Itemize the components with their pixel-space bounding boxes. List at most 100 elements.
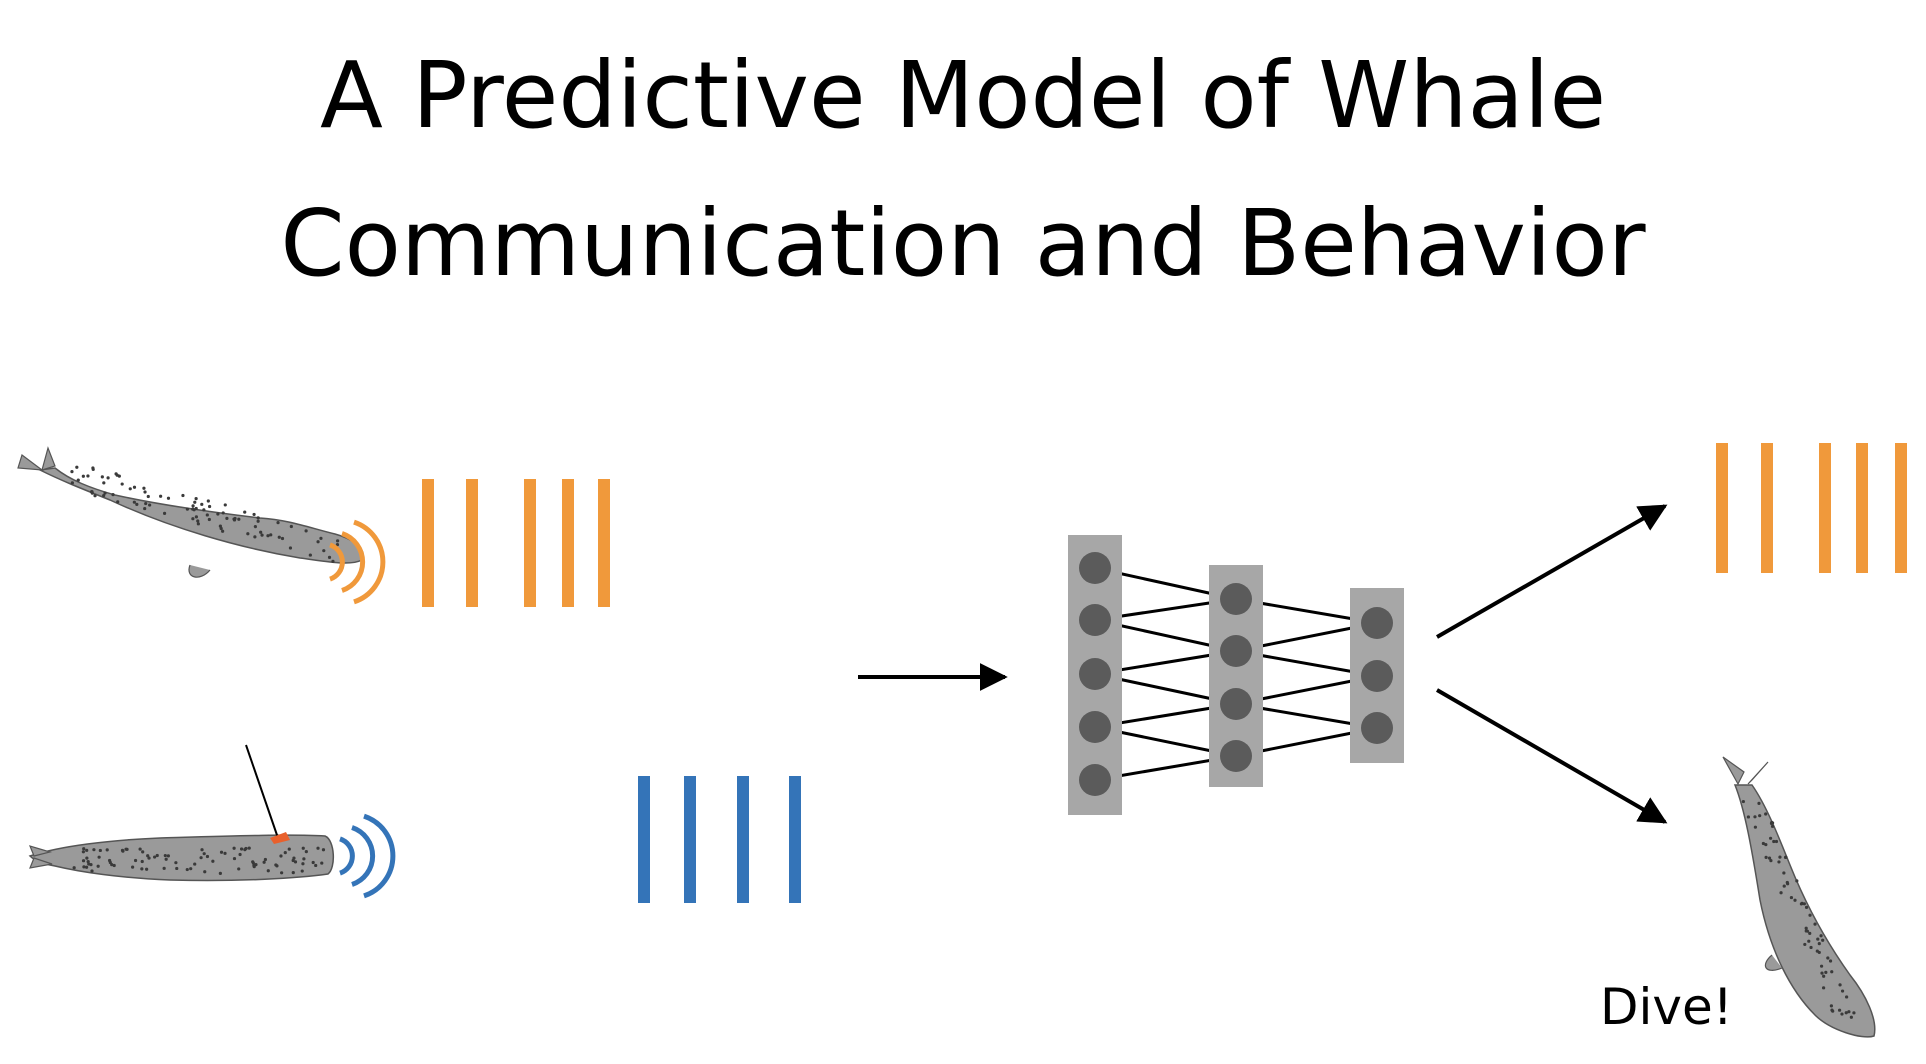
whale-spot bbox=[148, 503, 152, 507]
whale-spot bbox=[1779, 891, 1783, 895]
whale-spot bbox=[279, 854, 283, 858]
whale-spot bbox=[223, 851, 227, 855]
whale-spot bbox=[102, 493, 106, 498]
sperm-whale-icon bbox=[17, 446, 364, 578]
whale-spot bbox=[1830, 970, 1834, 974]
whale-spot bbox=[1768, 836, 1773, 840]
whale-spot bbox=[259, 530, 263, 534]
whale-spot bbox=[320, 861, 324, 865]
whale-spot bbox=[292, 856, 296, 860]
whale-spot bbox=[1840, 989, 1845, 993]
whale-spot bbox=[90, 869, 94, 873]
whale-spot bbox=[174, 861, 178, 865]
output-arrow-up bbox=[1436, 504, 1668, 639]
whale-spot bbox=[335, 543, 340, 547]
network-node bbox=[1079, 658, 1111, 690]
whale-spot bbox=[120, 482, 124, 486]
whale-spot bbox=[232, 846, 236, 850]
whale-spot bbox=[1802, 902, 1806, 906]
orange-click-3 bbox=[524, 479, 536, 607]
whale-spot bbox=[1764, 842, 1768, 847]
whale-spot bbox=[81, 850, 85, 854]
whale-spot bbox=[207, 517, 211, 522]
whale-spot bbox=[1840, 1012, 1844, 1016]
whale-spot bbox=[142, 486, 146, 490]
whale-spot bbox=[1761, 841, 1765, 846]
whale-spot bbox=[252, 865, 256, 869]
whale-spot bbox=[194, 515, 198, 519]
whale-spot bbox=[138, 847, 142, 851]
whale-spot bbox=[72, 866, 76, 870]
click-train-blue-input bbox=[638, 776, 801, 903]
whale-spot bbox=[114, 472, 118, 476]
sound-waves-icon bbox=[329, 519, 386, 605]
whale-spot bbox=[1770, 824, 1775, 828]
whale-spot bbox=[1758, 814, 1762, 818]
tag-icon bbox=[270, 832, 290, 844]
whale-spot bbox=[163, 853, 167, 858]
whale-spot bbox=[132, 485, 137, 489]
diving-whale-icon bbox=[1722, 756, 1876, 1038]
whale-spot bbox=[196, 522, 200, 526]
whale-spot bbox=[143, 506, 147, 511]
whale-spot bbox=[1757, 801, 1761, 805]
whale-spot bbox=[225, 516, 229, 520]
whale-spot bbox=[277, 535, 281, 539]
whale-spot bbox=[103, 491, 107, 495]
whale-spot bbox=[1782, 871, 1786, 875]
whale-spot bbox=[143, 490, 147, 494]
whale-spot bbox=[1795, 879, 1799, 883]
orange-click-4 bbox=[562, 479, 574, 607]
whale-spot bbox=[291, 870, 295, 875]
whale-spot bbox=[1789, 895, 1794, 900]
tagged-sperm-whale-icon bbox=[28, 744, 334, 882]
orange-click-2 bbox=[466, 479, 478, 607]
whale-spot bbox=[251, 860, 255, 864]
whale-spot bbox=[1808, 931, 1812, 935]
whale-spot bbox=[1777, 860, 1781, 864]
whale-spot bbox=[293, 860, 298, 864]
whale-spot bbox=[1845, 995, 1849, 999]
whale-spot bbox=[287, 847, 291, 851]
whale-spot bbox=[153, 855, 157, 859]
sound-wave-arc bbox=[329, 542, 345, 582]
orange-click-1 bbox=[422, 479, 434, 607]
whale-spot bbox=[1837, 1008, 1842, 1012]
whale-spot bbox=[145, 867, 149, 871]
whale-spot bbox=[302, 857, 306, 861]
whale-spot bbox=[111, 493, 115, 497]
whale-spot bbox=[185, 507, 189, 511]
whale-spot bbox=[140, 859, 144, 864]
whale-spot bbox=[1793, 898, 1797, 902]
network-node bbox=[1220, 583, 1252, 615]
whale-spot bbox=[1813, 922, 1817, 926]
whale-spot bbox=[1746, 815, 1751, 819]
whale-spot bbox=[207, 504, 212, 509]
whale-spot bbox=[216, 512, 220, 516]
whale-spot bbox=[205, 513, 209, 517]
blue-click-2 bbox=[684, 776, 696, 903]
orange-output-click-4 bbox=[1856, 443, 1868, 573]
whale-spot bbox=[98, 848, 102, 853]
whale-spot bbox=[100, 475, 104, 479]
whale-spot bbox=[1804, 926, 1808, 930]
click-train-orange-output bbox=[1716, 443, 1907, 573]
whale-spot bbox=[308, 553, 312, 557]
whale-spot bbox=[191, 517, 195, 521]
whale-spot bbox=[206, 499, 210, 503]
whale-spot bbox=[146, 494, 150, 499]
whale-spot bbox=[237, 517, 241, 521]
whale-spot bbox=[283, 851, 287, 855]
sound-wave-arc bbox=[351, 825, 376, 887]
sound-wave-arc bbox=[339, 836, 355, 876]
network-node bbox=[1079, 604, 1111, 636]
whale-spot bbox=[1849, 1015, 1853, 1019]
whale-spot bbox=[280, 536, 285, 541]
whale-spot bbox=[86, 859, 90, 864]
whale-spot bbox=[232, 856, 237, 861]
whale-spot bbox=[202, 508, 206, 512]
whale-spot bbox=[102, 481, 106, 485]
neural-network-icon bbox=[1068, 535, 1404, 815]
whale-spot bbox=[316, 846, 320, 850]
whale-spot bbox=[135, 502, 139, 506]
